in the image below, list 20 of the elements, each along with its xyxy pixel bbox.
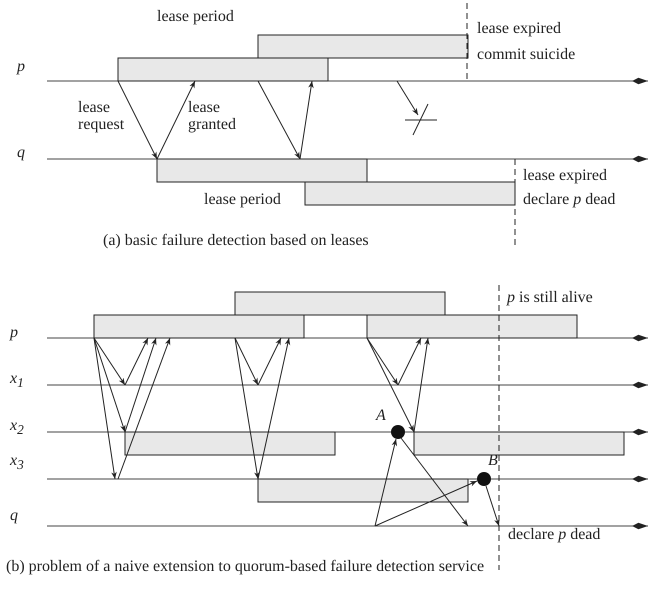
process-label: x$_{3}$ bbox=[10, 452, 24, 473]
annotation: declare p dead bbox=[523, 191, 616, 209]
process-label: p bbox=[17, 58, 25, 76]
process-label: q bbox=[10, 507, 18, 525]
caption: (b) problem of a naive extension to quorum-based failure detection service bbox=[6, 558, 484, 576]
annotation: declare p dead bbox=[508, 526, 600, 544]
annotation: p is still alive bbox=[507, 289, 593, 307]
annotation: lease request bbox=[78, 100, 126, 134]
event-label: A bbox=[376, 407, 386, 425]
annotation: lease granted bbox=[188, 100, 237, 134]
process-label: q bbox=[17, 144, 25, 162]
annotation: lease period bbox=[204, 191, 281, 209]
annotation: lease expired bbox=[523, 167, 607, 185]
annotation: lease expired bbox=[477, 20, 561, 38]
process-label: x$_{2}$ bbox=[10, 417, 24, 438]
caption: (a) basic failure detection based on leases bbox=[103, 232, 369, 250]
annotation: commit suicide bbox=[477, 46, 576, 64]
process-label: p bbox=[10, 324, 18, 342]
annotation: lease period bbox=[157, 8, 234, 26]
process-label: x$_{1}$ bbox=[10, 370, 24, 391]
